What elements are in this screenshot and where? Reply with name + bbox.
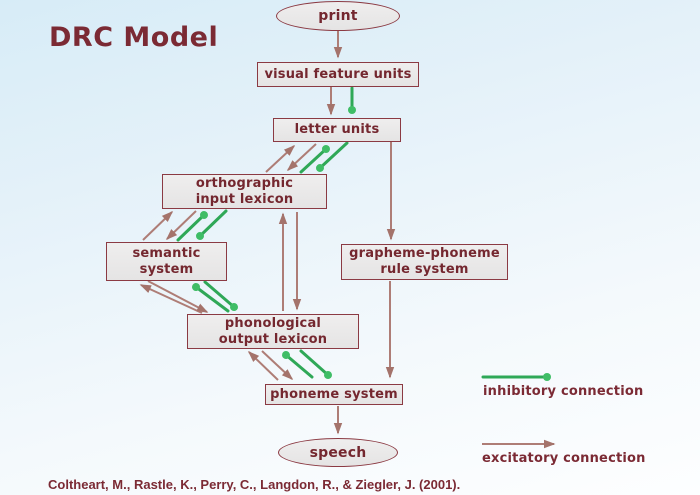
inhibitory-legend-label: inhibitory connection xyxy=(483,384,644,399)
citation-text: Coltheart, M., Rastle, K., Perry, C., La… xyxy=(48,477,461,492)
node-grapheme-phoneme-rule-system: grapheme-phoneme rule system xyxy=(341,244,508,280)
excitatory-arrow-semantic-to-orthographic xyxy=(142,210,174,241)
excitatory-legend-label: excitatory connection xyxy=(482,451,646,466)
node-print: print xyxy=(276,1,400,31)
node-speech: speech xyxy=(278,438,398,467)
node-semantic-system: semantic system xyxy=(106,242,227,281)
excitatory-arrow-semantic-to-phonological xyxy=(147,280,209,313)
inhibitory-line-phonological-to-phoneme-system xyxy=(299,349,332,379)
inhibitory-line-orthographic-to-semantic xyxy=(196,209,228,240)
inhibitory-line-orthographic-to-letter-units xyxy=(299,145,330,174)
node-phoneme-system: phoneme system xyxy=(265,384,403,405)
node-orthographic-input-lexicon: orthographic input lexicon xyxy=(162,174,327,209)
inhibitory-line-letter-units-to-orthographic xyxy=(316,141,349,172)
node-visual-feature-units: visual feature units xyxy=(257,62,419,87)
excitatory-arrow-orthographic-to-letter-units xyxy=(265,144,296,173)
slide-title: DRC Model xyxy=(49,22,219,53)
excitatory-arrow-orthographic-to-semantic xyxy=(165,210,197,241)
excitatory-arrow-letter-units-to-orthographic xyxy=(286,143,317,172)
excitatory-arrow-phonological-to-phoneme-system xyxy=(261,350,294,381)
inhibitory-line-phonological-to-semantic xyxy=(192,283,230,313)
excitatory-arrow-phonological-to-semantic xyxy=(139,284,203,314)
node-phonological-output-lexicon: phonological output lexicon xyxy=(187,314,359,349)
inhibitory-line-phoneme-system-to-phonological xyxy=(282,351,314,379)
node-letter-units: letter units xyxy=(273,118,401,142)
excitatory-arrow-phoneme-system-to-phonological xyxy=(247,350,279,381)
inhibitory-line-semantic-to-phonological xyxy=(203,280,238,311)
inhibitory-line-semantic-to-orthographic xyxy=(176,211,208,242)
